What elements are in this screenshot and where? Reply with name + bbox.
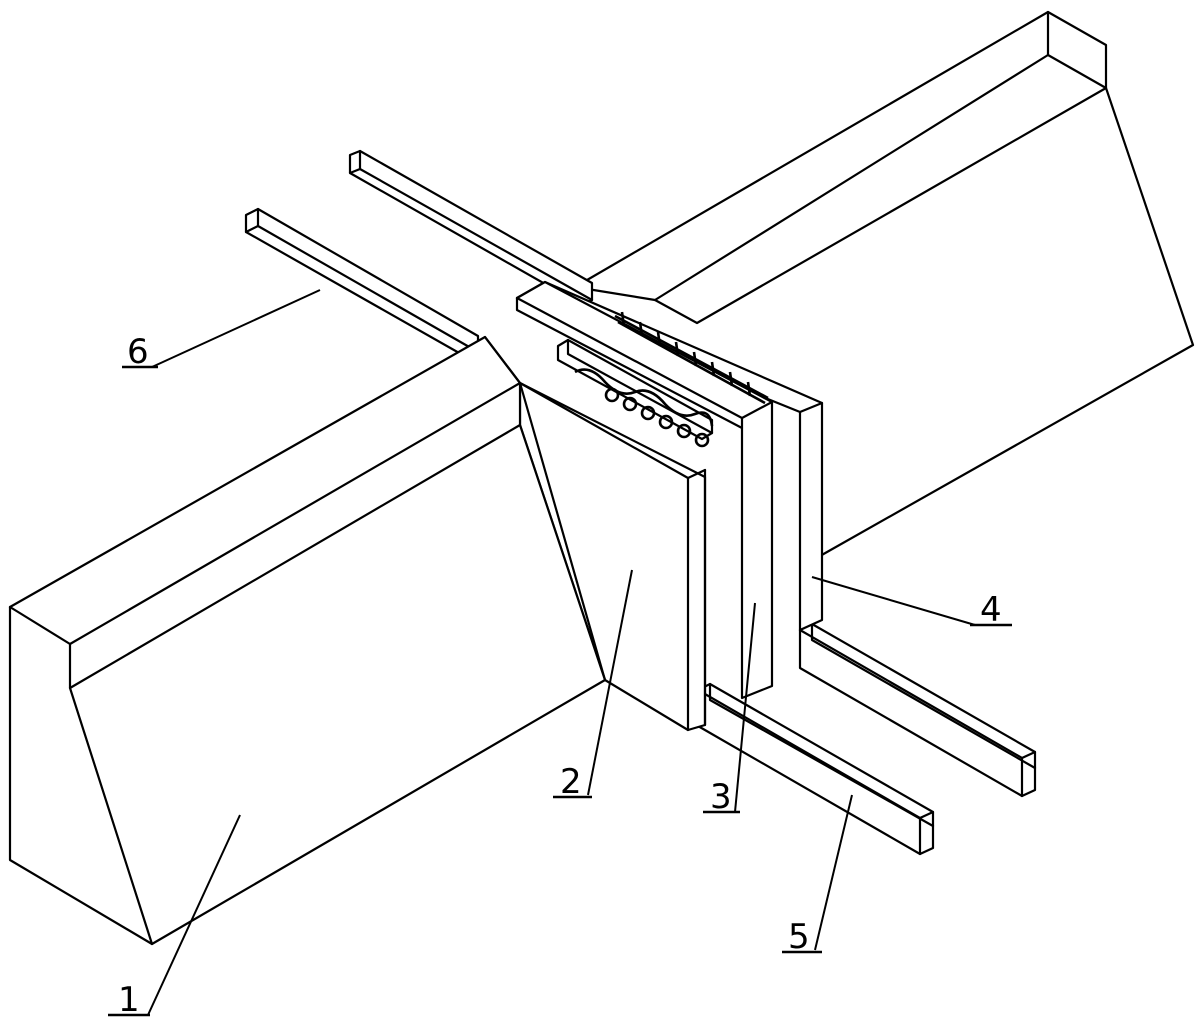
part-1-beam — [10, 337, 605, 944]
label-4: 4 — [980, 590, 1002, 630]
part-6-rail-front — [246, 209, 478, 358]
label-3: 3 — [710, 777, 732, 817]
label-1: 1 — [118, 980, 140, 1020]
leader-4 — [812, 577, 975, 625]
label-2: 2 — [560, 762, 582, 802]
leader-6 — [152, 290, 320, 367]
label-6: 6 — [127, 332, 149, 372]
label-5: 5 — [788, 917, 810, 957]
leader-5 — [815, 795, 852, 950]
